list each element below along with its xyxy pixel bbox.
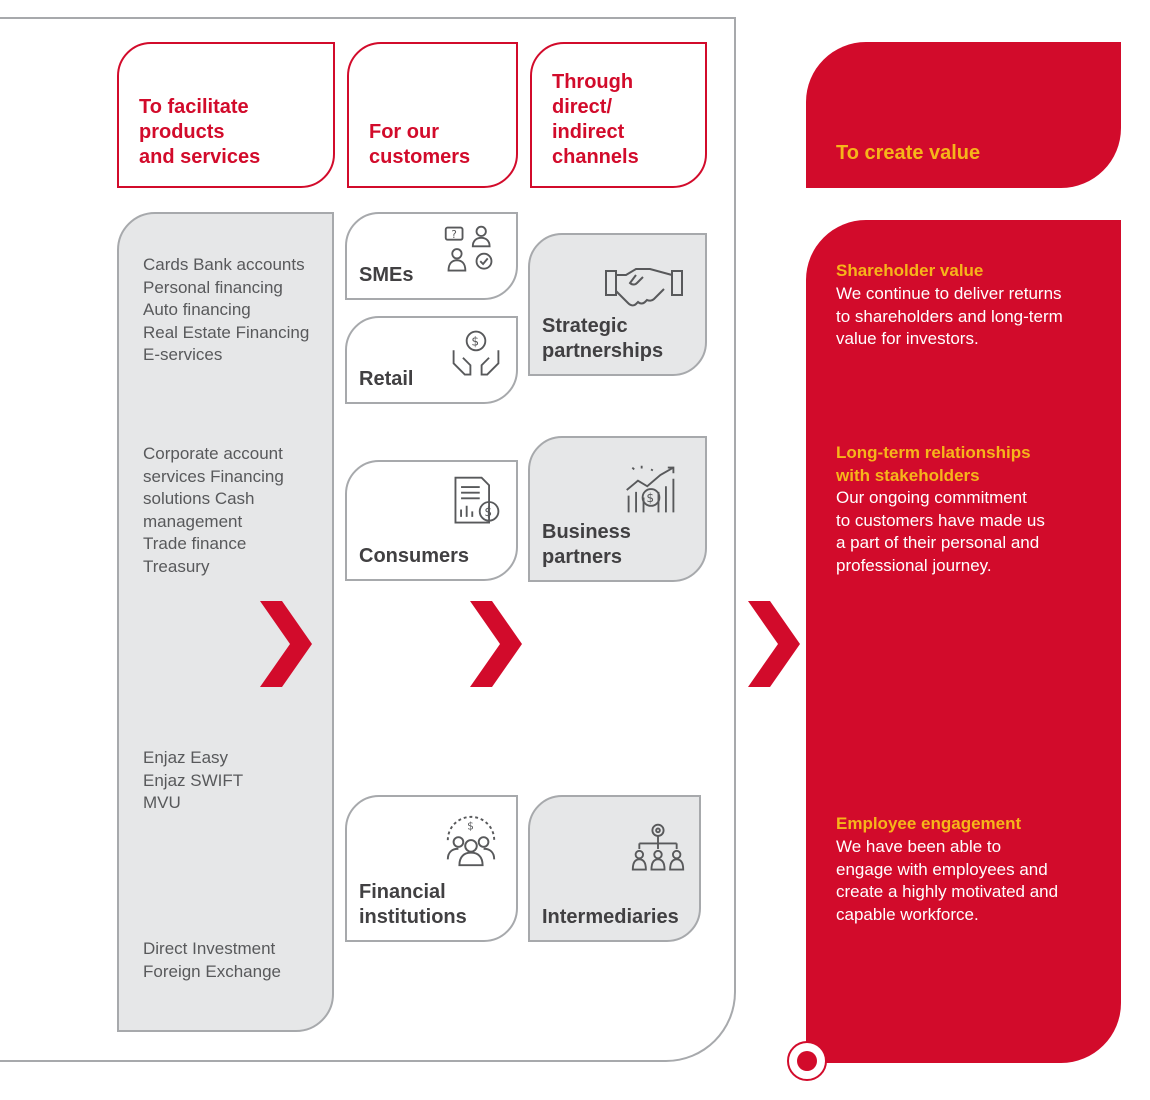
product-group-retail: Cards Bank accounts Personal financing A… [143,255,310,364]
customer-smes-label: SMEs [359,264,414,286]
header-products-label: To facilitate products and services [139,96,261,168]
chevron-right-icon [470,601,522,687]
channel-strategic-partnerships-label: Strategic partnerships [542,315,664,362]
growth-chart-icon: $ [626,465,675,513]
handshake-icon [605,268,683,307]
value-text-relationships: Our ongoing commitment to customers have… [836,488,1045,575]
products-panel: Cards Bank accounts Personal financing A… [117,212,334,1032]
customer-retail-label: Retail [359,368,414,390]
document-dollar-icon: $ [454,476,500,524]
people-group-icon: $ [446,815,496,867]
svg-text:$: $ [484,505,492,519]
target-icon [787,1041,827,1081]
channel-intermediaries: Intermediaries [528,795,701,942]
value-title-relationships: Long-term relationships with stakeholder… [836,443,1031,485]
channel-business-partners-label: Business partners [542,521,631,568]
value-title-shareholder: Shareholder value [836,261,984,280]
header-customers-label: For our customers [369,121,471,168]
value-text-employee: We have been able to engage with employe… [836,837,1059,924]
svg-text:?: ? [451,229,456,241]
value-title-employee: Employee engagement [836,814,1022,833]
channel-business-partners: $ Business partners [528,436,707,582]
value-panel: Shareholder value We continue to deliver… [806,220,1121,1063]
header-products: To facilitate products and services [117,42,335,188]
customer-consumers: $ Consumers [345,460,518,581]
outer-frame [0,17,736,1062]
svg-text:$: $ [646,491,654,505]
header-value: To create value [806,42,1121,188]
channel-intermediaries-label: Intermediaries [542,906,679,928]
customer-financial-institutions-label: Financial institutions [359,881,467,928]
product-group-investment: Direct Investment Foreign Exchange [143,939,281,981]
header-channels-label: Through direct/ indirect channels [552,71,639,168]
value-text-shareholder: We continue to deliver returns to shareh… [836,284,1063,348]
channel-strategic-partnerships: Strategic partnerships [528,233,707,376]
customer-smes: ? SMEs [345,212,518,300]
customer-consumers-label: Consumers [359,545,470,567]
header-channels: Through direct/ indirect channels [530,42,707,188]
chevron-right-icon [260,601,312,687]
customer-financial-institutions: $ Financial institutions [345,795,518,942]
product-group-corporate: Corporate account services Financing sol… [143,444,284,576]
customer-retail: $ Retail [345,316,518,404]
header-customers: For our customers [347,42,518,188]
hierarchy-icon [631,823,685,871]
chevron-right-icon [748,601,800,687]
chat-people-icon: ? [444,225,493,272]
svg-text:$: $ [467,819,474,832]
svg-text:$: $ [471,335,479,349]
product-group-remittance: Enjaz Easy Enjaz SWIFT MVU [143,748,244,812]
hands-coin-icon: $ [452,330,500,376]
header-value-label: To create value [836,142,981,164]
